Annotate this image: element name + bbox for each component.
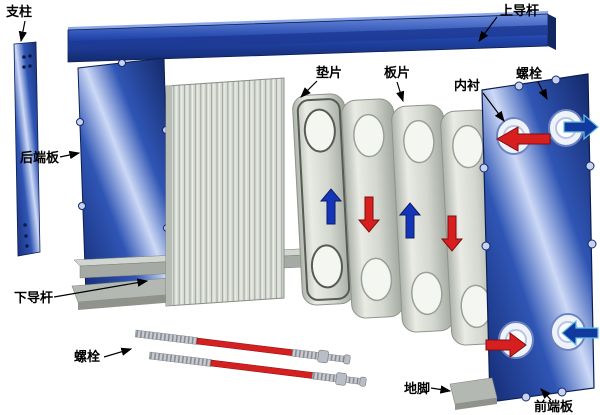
leader-gasket: [300, 80, 318, 98]
hot-flow-arrow-top: [495, 126, 551, 152]
flow-arrow-up-2: [398, 202, 422, 239]
leader-rear-end-plate: [59, 150, 81, 160]
leader-support-column: [18, 20, 28, 43]
flow-arrow-down-2: [440, 215, 464, 252]
label-bolt-bottom: 螺栓: [74, 349, 100, 364]
label-plate-sheet: 板片: [384, 65, 410, 80]
anchor-foot-part: [449, 377, 498, 410]
tightening-bolt-1: [134, 329, 351, 365]
separated-plate-3: [391, 104, 455, 333]
support-column-part: [13, 41, 41, 257]
plate-pack: [165, 77, 285, 307]
label-inner-liner: 内衬: [454, 78, 480, 93]
leader-bolt-top: [537, 81, 548, 101]
label-gasket: 垫片: [316, 65, 342, 80]
label-front-end-plate: 前端板: [534, 399, 574, 414]
label-upper-guide-rod: 上导杆: [500, 3, 539, 18]
cold-flow-arrow-top: [563, 113, 599, 141]
label-bolt-top: 螺栓: [516, 66, 542, 81]
upper-guide-rod-part: [67, 11, 556, 63]
leader-inner-liner: [482, 92, 505, 122]
flow-arrow-down-1: [357, 196, 381, 233]
leader-plate-sheet: [396, 81, 405, 103]
leader-upper-guide-rod: [478, 16, 498, 42]
flow-arrow-up-1: [319, 188, 343, 225]
label-lower-guide-rod: 下导杆: [14, 290, 53, 305]
gasket-outline: [296, 98, 351, 301]
label-anchor-foot: 地脚: [404, 381, 430, 396]
front-end-plate-part: [479, 73, 599, 403]
tightening-bolt-2: [148, 351, 367, 387]
leader-anchor-foot: [430, 385, 452, 394]
leader-front-end-plate: [540, 388, 552, 401]
leader-lower-guide-rod: [53, 278, 149, 298]
label-rear-end-plate: 后端板: [20, 150, 60, 165]
leader-lines: [18, 16, 552, 401]
cold-flow-arrow-bottom: [561, 319, 599, 347]
leader-bolt-bottom: [103, 347, 133, 358]
hot-flow-arrow-bottom: [485, 332, 527, 358]
label-support-column: 支柱: [5, 4, 32, 19]
